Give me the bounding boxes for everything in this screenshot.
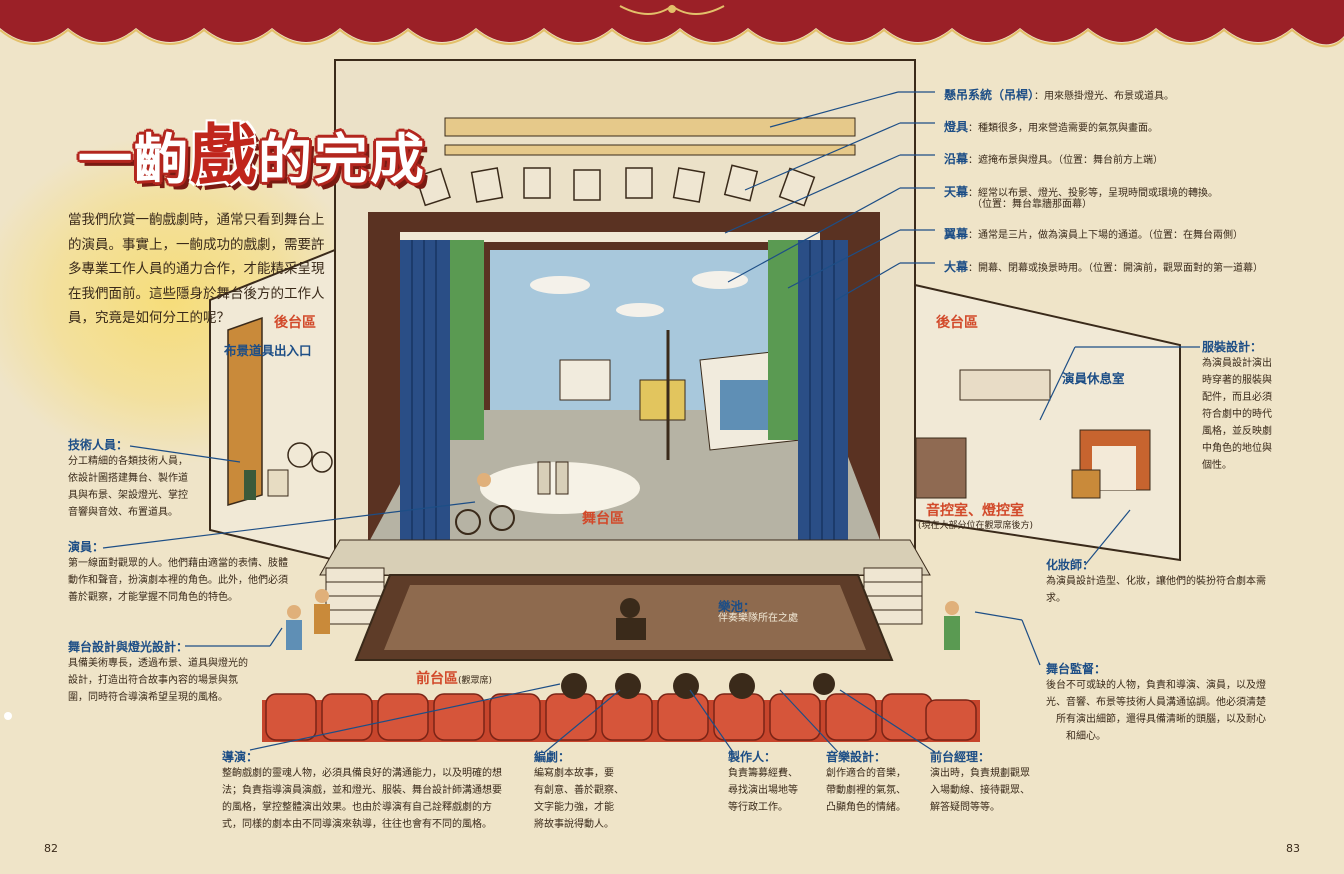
backstage-right-label: 後台區 — [936, 315, 978, 331]
costume-designer-block: 服裝設計： 為演員設計演出 時穿著的服裝與 配件，而且必須 符合劇中的時代 風格… — [1202, 340, 1272, 471]
intro-paragraph: 當我們欣賞一齣戲劇時，通常只看到舞台上的演員。事實上，一齣成功的戲劇，需要許多專… — [68, 212, 325, 326]
stage-lighting-designer-block: 舞台設計與燈光設計： 具備美術專長，透過布景、道具與燈光的 設計，打造出符合故事… — [68, 640, 248, 703]
top-valance-curtain — [0, 0, 1344, 48]
scenery-entrance-label: 布景道具出入口 — [224, 343, 312, 358]
control-room-note: (現在大部分位在觀眾席後方) — [918, 521, 1034, 531]
director-block: 導演： 整齣戲劇的靈魂人物，必須具備良好的溝通能力，以及明確的想 法；負責指導演… — [222, 750, 502, 830]
producer-block: 製作人： 負責籌募經費、 尋找演出場地等 等行政工作。 — [728, 750, 798, 813]
actor-block: 演員： 第一線面對觀眾的人。他們藉由適當的表情、肢體 動作和聲音，扮演劇本裡的角… — [68, 540, 288, 603]
side-people — [286, 589, 960, 650]
playwright-block: 編劇： 編寫劇本故事，要 有創意、善於觀察、 文字能力強，才能 將故事說得動人。 — [534, 750, 624, 830]
proscenium-wall — [334, 59, 916, 576]
rigging-system-label: 懸吊系統（吊桿）：用來懸掛燈光、布景或道具。 — [944, 88, 1175, 102]
audience-seats — [262, 673, 980, 742]
cyclorama-position: （位置：舞台靠牆那面幕） — [972, 199, 1092, 210]
main-curtain-label: 大幕：開幕、閉幕或換景時用。（位置：開演前，觀眾面對的第一道幕） — [944, 260, 1264, 274]
orchestra-pit-label: 樂池： — [718, 599, 756, 614]
backstage-left-room — [209, 248, 336, 562]
orchestra-pit-desc: 伴奏樂隊所在之處 — [718, 613, 798, 624]
lighting-fixtures-label: 燈具：種類很多，用來營造需要的氣氛與畫面。 — [944, 120, 1159, 134]
page-number-right: 83 — [1286, 842, 1300, 855]
leader-lines — [102, 91, 1200, 753]
cyclorama-label: 天幕：經常以布景、燈光、投影等，呈現時間或環境的轉換。 — [944, 185, 1219, 199]
stage-manager-block: 舞台監督： 後台不可或缺的人物，負責和導演、演員，以及燈 光、音響、布景等技術人… — [1046, 662, 1266, 742]
music-designer-block: 音樂設計： 創作適合的音樂， 帶動劇裡的氣氛、 凸顯角色的情緒。 — [826, 750, 906, 813]
page-number-left: 82 — [44, 842, 58, 855]
technician-block: 技術人員： 分工精細的各類技術人員， 依設計圖搭建舞台、製作道 具與布景、架設燈… — [68, 438, 188, 518]
stage-area-label: 舞台區 — [582, 511, 624, 527]
backstage-right-room — [914, 283, 1181, 562]
page-title: 一齣戲的完成 — [78, 117, 426, 194]
stage-apron — [319, 539, 931, 625]
wing-curtain-label: 翼幕：通常是三片，做為演員上下場的通道。（位置：在舞台兩側） — [944, 227, 1244, 241]
front-of-house-manager-block: 前台經理： 演出時，負責規劃觀眾 入場動線、接待觀眾、 解答疑問等等。 — [930, 750, 1030, 813]
control-room-label: 音控室、燈控室 — [926, 503, 1024, 519]
front-area-label: 前台區(觀眾席) — [416, 671, 493, 687]
orchestra-pit-shape — [354, 574, 894, 661]
backstage-left-label: 後台區 — [274, 315, 316, 331]
dressing-room-label: 演員休息室 — [1062, 371, 1125, 386]
makeup-artist-block: 化妝師： 為演員設計造型、化妝，讓他們的裝扮符合劇本需 求。 — [1046, 558, 1266, 604]
border-curtain-label: 沿幕：遮掩布景與燈具。（位置：舞台前方上端） — [944, 152, 1164, 166]
